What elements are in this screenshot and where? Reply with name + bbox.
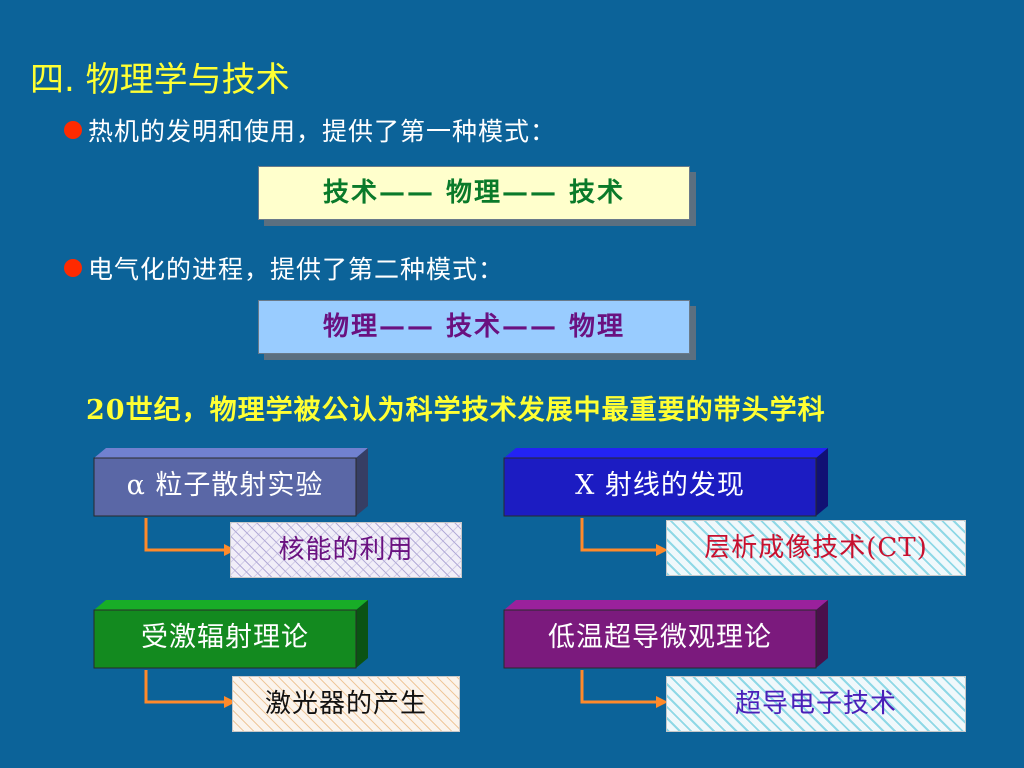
block-3d-shape xyxy=(503,448,828,517)
discovery-block-superconductivity: 低温超导微观理论 xyxy=(503,600,828,669)
block-label: α 粒子散射实验 xyxy=(126,470,324,501)
discovery-block-xray: X 射线的发现 xyxy=(503,448,828,517)
arrow-connector xyxy=(580,518,668,556)
bullet-item-heat-engine: 热机的发明和使用，提供了第一种模式： xyxy=(64,112,556,148)
block-3d-shape xyxy=(503,600,828,669)
arrow-connector xyxy=(144,518,236,556)
result-box-laser: 激光器的产生 xyxy=(232,676,460,732)
bullet-item-electrification: 电气化的进程，提供了第二种模式： xyxy=(64,250,504,286)
arrow-connector xyxy=(144,670,236,708)
block-3d-shape xyxy=(93,600,368,669)
block-3d-shape xyxy=(93,448,368,517)
arrow-connector xyxy=(580,670,668,708)
result-box-ct: 层析成像技术(CT) xyxy=(666,520,966,576)
bullet-text: 电气化的进程，提供了第二种模式： xyxy=(88,255,505,284)
mode-one-box: 技术—— 物理—— 技术 xyxy=(258,166,690,220)
bullet-dot-icon xyxy=(64,121,82,139)
discovery-block-stimulated-emission: 受激辐射理论 xyxy=(93,600,368,669)
bullet-text: 热机的发明和使用，提供了第一种模式： xyxy=(88,117,557,146)
block-label: 受激辐射理论 xyxy=(141,622,309,653)
result-box-superconducting-electronics: 超导电子技术 xyxy=(666,676,966,732)
page-title: 四. 物理学与技术 xyxy=(30,60,290,100)
bullet-dot-icon xyxy=(64,259,82,277)
discovery-block-alpha: α 粒子散射实验 xyxy=(93,448,368,517)
key-statement: 20世纪，物理学被公认为科学技术发展中最重要的带头学科 xyxy=(86,395,826,426)
block-label: X 射线的发现 xyxy=(575,470,745,501)
mode-two-box: 物理—— 技术—— 物理 xyxy=(258,300,690,354)
block-label: 低温超导微观理论 xyxy=(548,622,772,653)
result-box-nuclear: 核能的利用 xyxy=(230,522,462,578)
